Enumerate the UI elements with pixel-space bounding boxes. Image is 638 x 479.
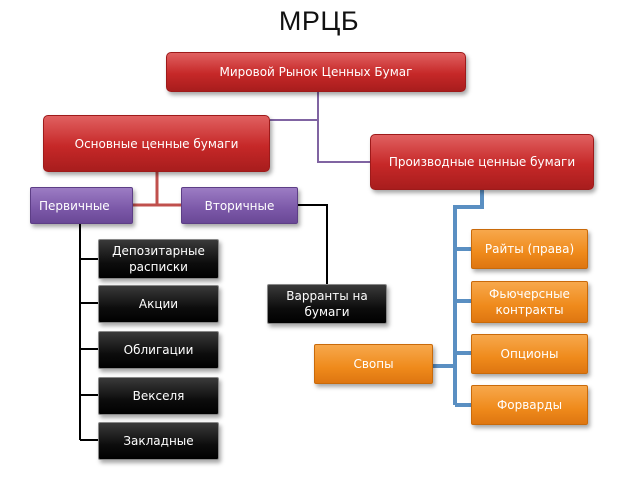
shares-label: Акции [138,297,179,311]
mortgages-label: Закладные [123,434,194,448]
bills-node: Векселя [98,377,219,415]
connector-derivatives-trunk [453,190,484,405]
depositary-receipts-label: Депозитарные расписки [112,244,205,274]
connector-secondary-to-warrants [298,204,328,284]
options-node: Опционы [471,334,588,374]
forwards-label: Форварды [496,398,563,412]
rights-label: Райты (права) [484,242,575,256]
derivative-securities-label: Производные ценные бумаги [388,155,576,169]
world-market-node: Мировой Рынок Ценных Бумаг [166,52,466,92]
primary-node: Первичные [30,187,133,224]
rights-node: Райты (права) [471,229,588,269]
warrants-node: Варранты на бумаги [267,284,387,324]
derivative-securities-node: Производные ценные бумаги [370,134,594,190]
bonds-node: Облигации [98,331,219,369]
swaps-label: Свопы [353,357,394,371]
main-securities-label: Основные ценные бумаги [74,136,239,151]
forwards-node: Форварды [471,385,588,425]
options-label: Опционы [500,347,559,361]
world-market-label: Мировой Рынок Ценных Бумаг [219,65,413,79]
secondary-node: Вторичные [181,187,298,224]
main-securities-node: Основные ценные бумаги [43,115,270,172]
diagram-title: МРЦБ [278,6,360,36]
futures-node: Фьючерсные контракты [471,281,588,323]
warrants-label: Варранты на бумаги [286,289,368,319]
swaps-node: Свопы [314,344,433,384]
futures-label: Фьючерсные контракты [489,287,570,317]
bonds-label: Облигации [123,343,194,357]
bills-label: Векселя [132,389,185,403]
connector-world-to-derivatives [317,92,370,163]
secondary-label: Вторичные [204,198,275,213]
mortgages-node: Закладные [98,422,219,460]
primary-label: Первичные [39,198,110,213]
depositary-receipts-node: Депозитарные расписки [98,239,219,279]
shares-node: Акции [98,285,219,323]
